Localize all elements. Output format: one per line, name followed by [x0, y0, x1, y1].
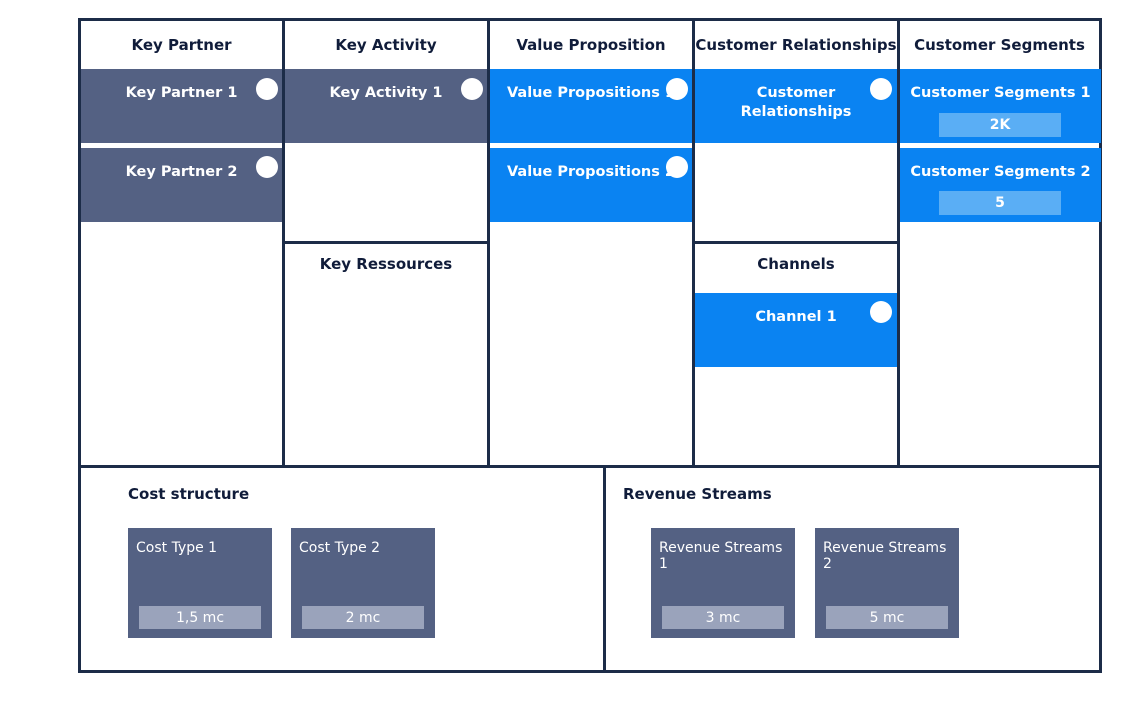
customer-segments-header: Customer Segments	[914, 36, 1085, 54]
status-dot-icon	[666, 156, 688, 178]
card-label: Value Propositions 2	[506, 164, 676, 180]
customer-segment-card[interactable]: Customer Segments 1 2K	[900, 69, 1101, 143]
cost-item[interactable]: Cost Type 1 1,5 mc	[128, 528, 272, 638]
status-dot-icon	[870, 78, 892, 100]
divider	[603, 465, 606, 673]
cost-value: 2 mc	[302, 606, 424, 629]
segment-count-badge: 5	[939, 191, 1061, 215]
divider	[282, 18, 285, 468]
status-dot-icon	[461, 78, 483, 100]
card-label: Key Partner 2	[125, 164, 238, 180]
customer-relationships-header: Customer Relationships	[695, 36, 897, 54]
customer-segment-card[interactable]: Customer Segments 2 5	[900, 148, 1101, 222]
card-label: Key Activity 1	[329, 85, 443, 101]
card-label: Customer Segments 1	[910, 85, 1091, 101]
value-proposition-header: Value Proposition	[516, 36, 666, 54]
key-partner-card[interactable]: Key Partner 1	[81, 69, 282, 143]
card-label: Customer Relationships	[740, 85, 852, 120]
divider	[897, 18, 900, 468]
cost-value: 1,5 mc	[139, 606, 261, 629]
value-proposition-card[interactable]: Value Propositions 1	[490, 69, 692, 143]
status-dot-icon	[666, 78, 688, 100]
revenue-label: Revenue Streams 1	[659, 540, 783, 572]
divider	[695, 241, 897, 244]
channel-card[interactable]: Channel 1	[695, 293, 897, 367]
divider	[487, 18, 490, 468]
card-label: Value Propositions 1	[506, 85, 676, 101]
divider	[285, 241, 487, 244]
cost-structure-title: Cost structure	[128, 485, 250, 503]
key-resources-header: Key Ressources	[319, 255, 453, 273]
key-partner-card[interactable]: Key Partner 2	[81, 148, 282, 222]
business-model-canvas	[78, 18, 1102, 673]
cost-label: Cost Type 1	[136, 540, 218, 556]
status-dot-icon	[256, 78, 278, 100]
card-label: Key Partner 1	[125, 85, 238, 101]
value-proposition-card[interactable]: Value Propositions 2	[490, 148, 692, 222]
revenue-value: 3 mc	[662, 606, 784, 629]
divider	[692, 18, 695, 468]
key-partner-header: Key Partner	[131, 36, 232, 54]
customer-relationships-card[interactable]: Customer Relationships	[695, 69, 897, 143]
divider	[78, 465, 1102, 468]
revenue-item[interactable]: Revenue Streams 1 3 mc	[651, 528, 795, 638]
status-dot-icon	[256, 156, 278, 178]
revenue-label: Revenue Streams 2	[823, 540, 947, 572]
card-label: Channel 1	[755, 309, 837, 325]
segment-count-badge: 2K	[939, 113, 1061, 137]
revenue-value: 5 mc	[826, 606, 948, 629]
key-activity-card[interactable]: Key Activity 1	[285, 69, 487, 143]
cost-label: Cost Type 2	[299, 540, 381, 556]
status-dot-icon	[870, 301, 892, 323]
revenue-streams-title: Revenue Streams	[623, 485, 772, 503]
cost-item[interactable]: Cost Type 2 2 mc	[291, 528, 435, 638]
card-label: Customer Segments 2	[910, 164, 1091, 180]
revenue-item[interactable]: Revenue Streams 2 5 mc	[815, 528, 959, 638]
channels-header: Channels	[757, 255, 835, 273]
key-activity-header: Key Activity	[335, 36, 437, 54]
